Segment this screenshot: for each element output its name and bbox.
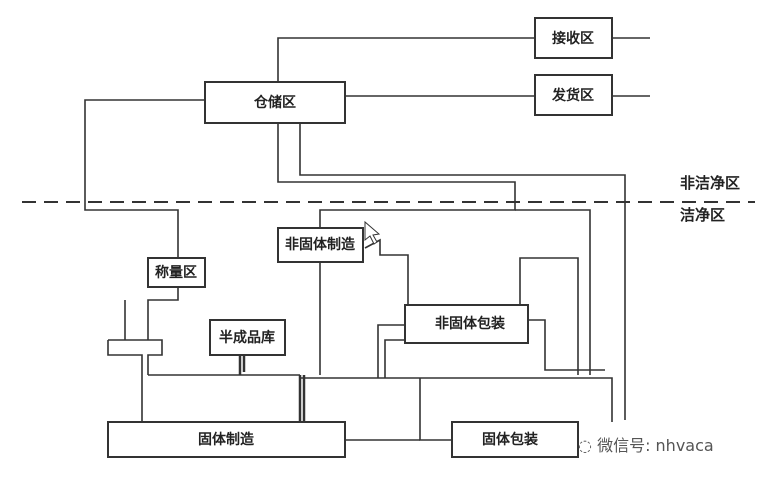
node-storage: 仓储区 [204, 81, 346, 124]
node-solid-mfg: 固体制造 [107, 421, 346, 458]
node-receiving: 接收区 [534, 17, 613, 59]
svg-text:非固体包装: 非固体包装 [435, 315, 506, 332]
watermark: ◌ 微信号: nhvaca [578, 436, 714, 455]
node-semi-finished: 半成品库 [209, 319, 286, 356]
svg-text:非固体制造: 非固体制造 [285, 236, 355, 253]
flow-lines [84, 37, 650, 441]
wechat-icon: ◌ [578, 436, 592, 455]
zone-clean-label: 洁净区 [680, 206, 725, 224]
svg-text:半成品库: 半成品库 [219, 329, 275, 346]
node-nonsolid-pack: 非固体包装 [404, 304, 529, 344]
node-shipping: 发货区 [534, 74, 613, 116]
node-nonsolid-mfg: 非固体制造 [277, 227, 364, 263]
svg-text:仓储区: 仓储区 [253, 94, 296, 111]
svg-text:固体包装: 固体包装 [482, 431, 539, 448]
svg-text:接收区: 接收区 [552, 30, 594, 47]
svg-text:发货区: 发货区 [551, 87, 594, 104]
zone-non-clean-label: 非洁净区 [680, 174, 740, 192]
node-weighing: 称量区 [147, 257, 206, 288]
svg-text:称量区: 称量区 [155, 264, 197, 281]
svg-text:固体制造: 固体制造 [198, 431, 254, 448]
node-solid-pack: 固体包装 [451, 421, 579, 458]
cursor-icon [364, 220, 381, 245]
